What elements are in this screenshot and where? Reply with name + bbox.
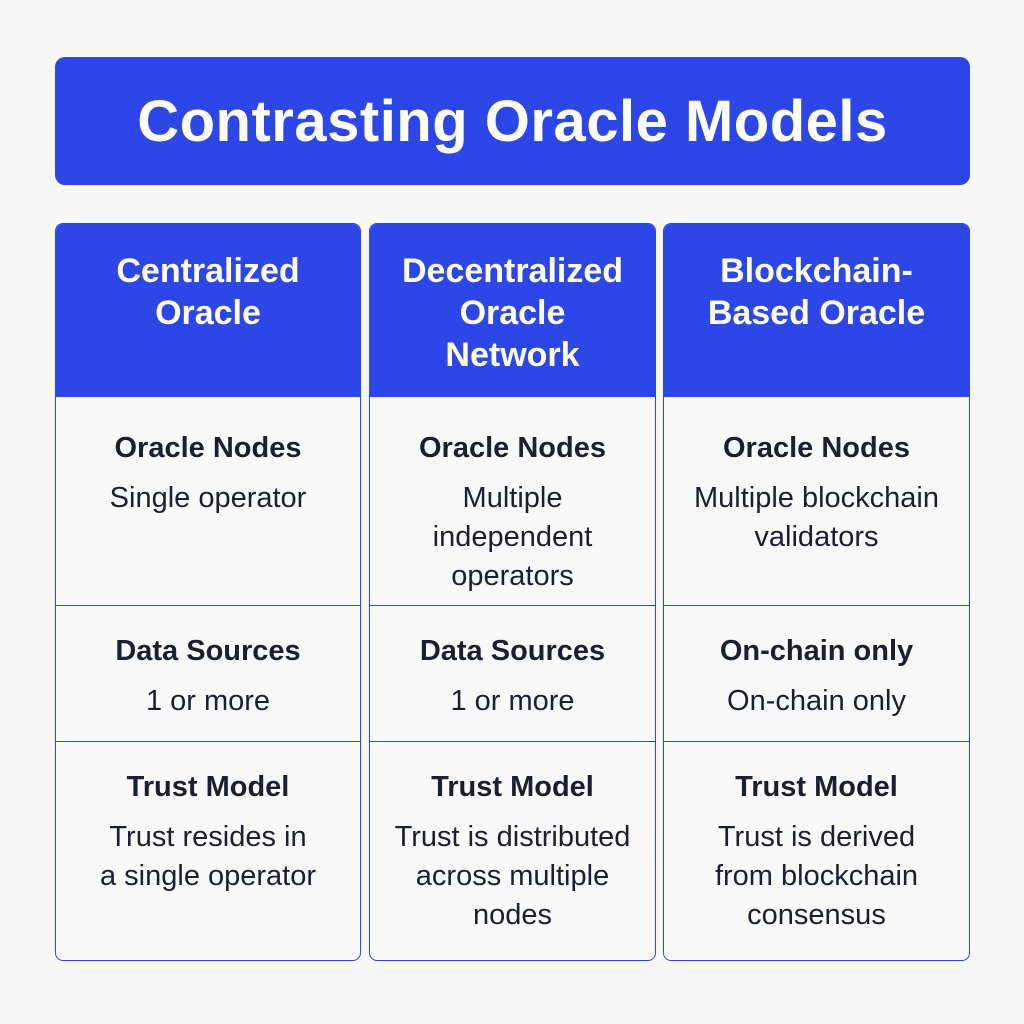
cell-value: 1 or more	[145, 685, 271, 717]
cell-value: Trust resides in a single operator	[99, 821, 317, 892]
cell-label: Trust Model	[126, 771, 290, 803]
column-header: Decentralized Oracle Network	[370, 224, 655, 396]
cell-label: Oracle Nodes	[723, 432, 910, 464]
cell-value: Trust is derived from blockchain consens…	[714, 821, 919, 931]
column-header-label: Blockchain- Based Oracle	[707, 252, 926, 332]
cell-label: Trust Model	[735, 771, 898, 803]
page-title: Contrasting Oracle Models	[137, 88, 888, 154]
column-header: Centralized Oracle	[56, 224, 360, 396]
column-decentralized-oracle-network: Decentralized Oracle Network Oracle Node…	[369, 223, 656, 961]
cell-trust-model: Trust Model Trust is derived from blockc…	[664, 741, 969, 960]
cell-oracle-nodes: Oracle Nodes Multiple blockchain validat…	[664, 396, 969, 605]
column-centralized-oracle: Centralized Oracle Oracle Nodes Single o…	[55, 223, 361, 961]
cell-label: Oracle Nodes	[419, 432, 606, 464]
cell-value: Multiple blockchain validators	[693, 482, 939, 553]
cell-label: Data Sources	[115, 635, 301, 667]
title-banner: Contrasting Oracle Models	[55, 57, 970, 185]
column-header-label: Centralized Oracle	[116, 252, 300, 332]
cell-trust-model: Trust Model Trust is distributed across …	[370, 741, 655, 960]
cell-value: Trust is distributed across multiple nod…	[394, 821, 631, 931]
cell-label: Data Sources	[419, 635, 606, 667]
cell-value: Multiple independent operators	[432, 482, 593, 592]
cell-oracle-nodes: Oracle Nodes Single operator	[56, 396, 360, 605]
cell-data-sources: On-chain only On-chain only	[664, 605, 969, 741]
cell-data-sources: Data Sources 1 or more	[370, 605, 655, 741]
column-header: Blockchain- Based Oracle	[664, 224, 969, 396]
cell-label: On-chain only	[719, 635, 914, 667]
column-blockchain-based-oracle: Blockchain- Based Oracle Oracle Nodes Mu…	[663, 223, 970, 961]
cell-data-sources: Data Sources 1 or more	[56, 605, 360, 741]
cell-oracle-nodes: Oracle Nodes Multiple independent operat…	[370, 396, 655, 605]
cell-label: Oracle Nodes	[114, 432, 302, 464]
cell-label: Trust Model	[431, 771, 594, 803]
cell-trust-model: Trust Model Trust resides in a single op…	[56, 741, 360, 960]
cell-value: Single operator	[109, 482, 307, 514]
cell-value: On-chain only	[727, 685, 906, 717]
cell-value: 1 or more	[450, 685, 575, 717]
column-header-label: Decentralized Oracle Network	[401, 252, 624, 374]
